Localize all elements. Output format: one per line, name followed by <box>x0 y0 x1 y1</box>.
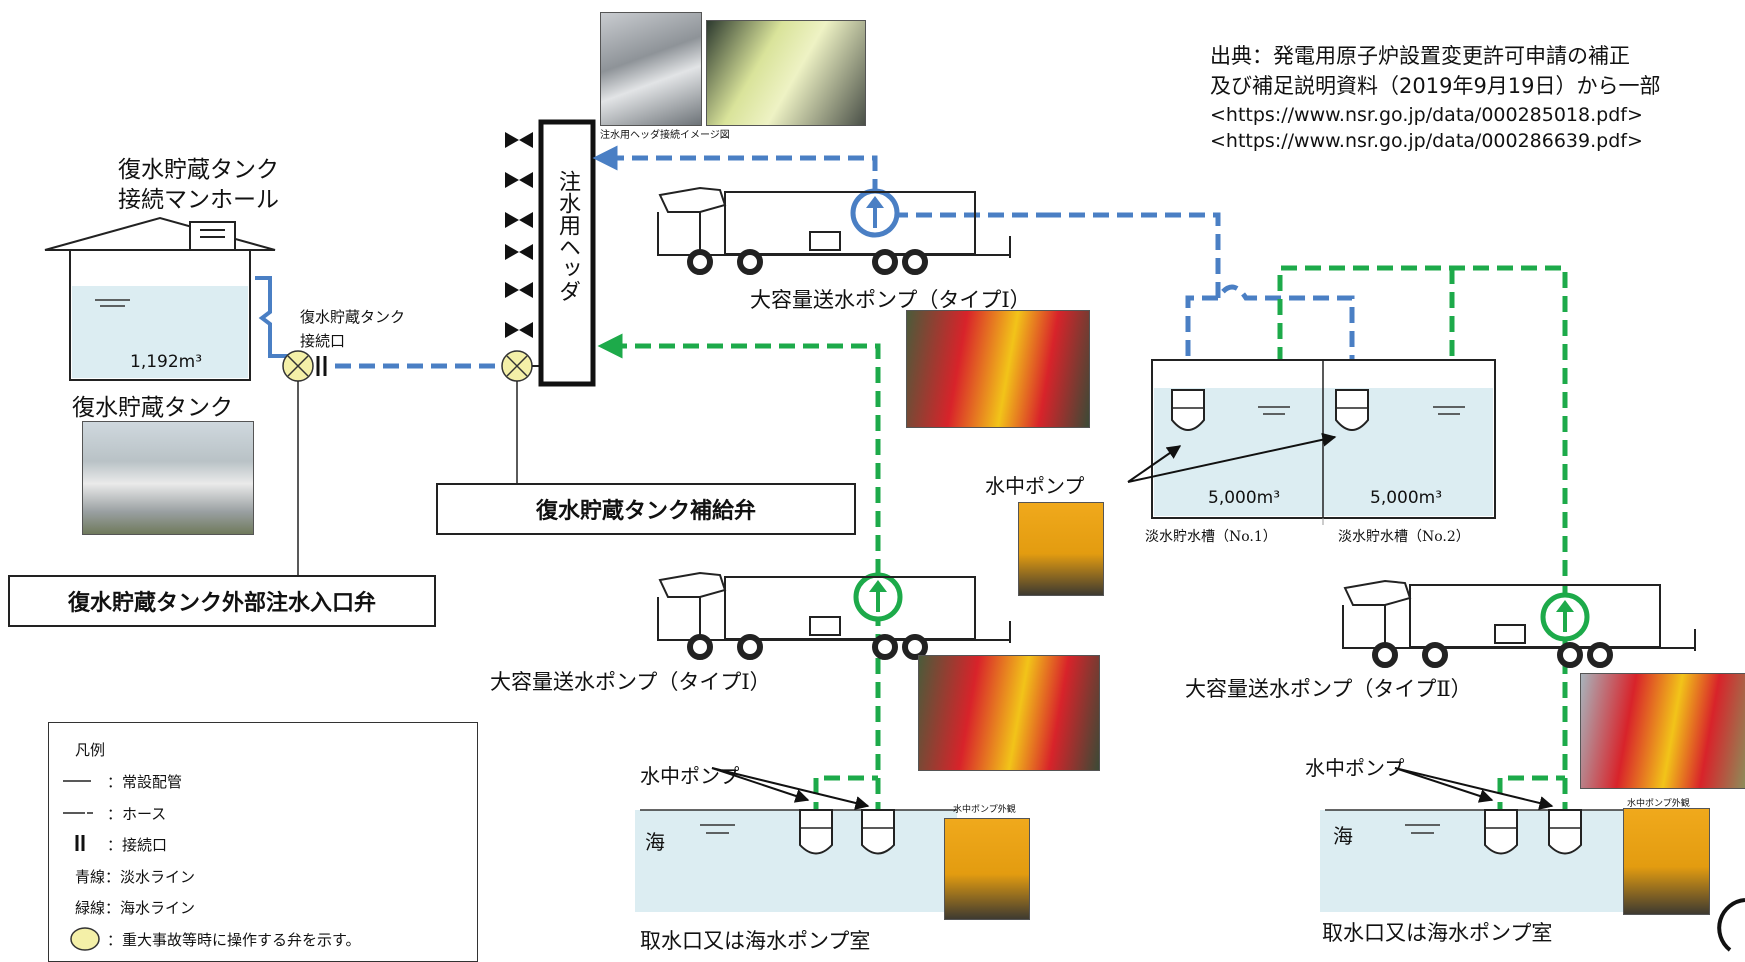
truck-top <box>657 186 1011 275</box>
supply-valve-box: 復水貯蔵タンク補給弁 <box>436 483 856 535</box>
truck-mid <box>657 571 1011 660</box>
truck-right <box>1342 579 1696 668</box>
header-photo-caption: 注水用ヘッダ接続イメージ図 <box>600 130 730 141</box>
sea-left-photo-caption: 水中ポンプ外観 <box>953 805 1016 815</box>
underwater-pump-photo-mid <box>1018 502 1104 596</box>
header-valves <box>505 132 533 338</box>
sea-basin-right <box>1320 809 1642 912</box>
sea-right-pump-label: 水中ポンプ <box>1305 756 1405 780</box>
legend-item-valve: ：重大事故等時に操作する弁を示す。 <box>107 931 361 949</box>
source-url-1[interactable]: <https://www.nsr.go.jp/data/000285018.pd… <box>1210 104 1643 126</box>
pump-right-label: 大容量送水ポンプ（タイプⅡ） <box>1185 677 1472 701</box>
tank-photo <box>82 421 254 535</box>
connection-port-icon <box>316 356 327 376</box>
tank-label: 復水貯蔵タンク <box>72 395 233 421</box>
pump-top-label: 大容量送水ポンプ（タイプⅠ） <box>750 288 1031 312</box>
underwater-pump-label: 水中ポンプ <box>985 474 1085 498</box>
header-vertical-label: 注水用ヘッダ <box>555 170 580 302</box>
sea-right-label: 海 <box>1333 824 1353 848</box>
legend-item-hose: ：ホース <box>107 805 167 823</box>
tank-connection-label-2: 接続口 <box>300 332 346 350</box>
tank-connection-label-1: 復水貯蔵タンク <box>300 308 406 326</box>
reservoir-1-label: 淡水貯水槽（No.1） <box>1145 529 1277 545</box>
legend-title: 凡例 <box>75 741 106 759</box>
header-photo-2 <box>706 20 866 126</box>
sea-left-pump-label: 水中ポンプ <box>640 764 740 788</box>
freshwater-reservoirs <box>1151 359 1496 525</box>
supply-valve-icon[interactable] <box>501 350 533 382</box>
pump-top-icon <box>850 188 900 238</box>
sea-left-caption: 取水口又は海水ポンプ室 <box>640 929 871 953</box>
tank-inlet-valve-icon[interactable] <box>282 350 314 382</box>
sea-basin-left <box>635 809 957 912</box>
pump-mid-label: 大容量送水ポンプ（タイプⅠ） <box>490 670 771 694</box>
inlet-valve-box: 復水貯蔵タンク外部注水入口弁 <box>8 575 436 627</box>
source-line-1: 出典：発電用原子炉設置変更許可申請の補正 <box>1210 44 1630 68</box>
reservoir-2-label: 淡水貯水槽（No.2） <box>1338 529 1470 545</box>
underwater-pump-photo-right <box>1623 808 1710 915</box>
manhole-label-2: 接続マンホール <box>118 187 279 213</box>
condensate-tank <box>44 216 276 381</box>
reservoir-1-volume: 5,000m³ <box>1208 488 1281 508</box>
tank-volume: 1,192m³ <box>130 352 203 372</box>
injection-header <box>538 119 596 387</box>
sea-right-photo-caption: 水中ポンプ外観 <box>1627 799 1690 809</box>
sea-right-caption: 取水口又は海水ポンプ室 <box>1322 921 1553 945</box>
header-photo-1 <box>600 12 702 126</box>
reservoir-2-volume: 5,000m³ <box>1370 488 1443 508</box>
truck-photo-right <box>1580 673 1745 789</box>
legend-item-seawater: 緑線：海水ライン <box>75 899 196 917</box>
pump-right-icon <box>1540 592 1590 642</box>
manhole-label-1: 復水貯蔵タンク <box>118 157 279 183</box>
legend-item-permanent: ：常設配管 <box>107 773 183 791</box>
pump-mid-icon <box>853 572 903 622</box>
sea-left-label: 海 <box>645 830 665 854</box>
source-url-2[interactable]: <https://www.nsr.go.jp/data/000286639.pd… <box>1210 130 1643 152</box>
legend-item-port: ：接続口 <box>107 836 168 854</box>
legend-item-freshwater: 青線：淡水ライン <box>75 868 196 886</box>
source-line-2: 及び補足説明資料（2019年9月19日）から一部 <box>1210 74 1661 98</box>
truck-photo-mid <box>918 655 1100 771</box>
truck-photo-top <box>906 310 1090 428</box>
legend: 凡例 ：常設配管 ：ホース ：接続口 青線：淡水ライン 緑線：海水ライン ：重大… <box>48 722 478 962</box>
underwater-pump-photo-left <box>944 818 1030 920</box>
legend-symbols <box>63 780 100 951</box>
